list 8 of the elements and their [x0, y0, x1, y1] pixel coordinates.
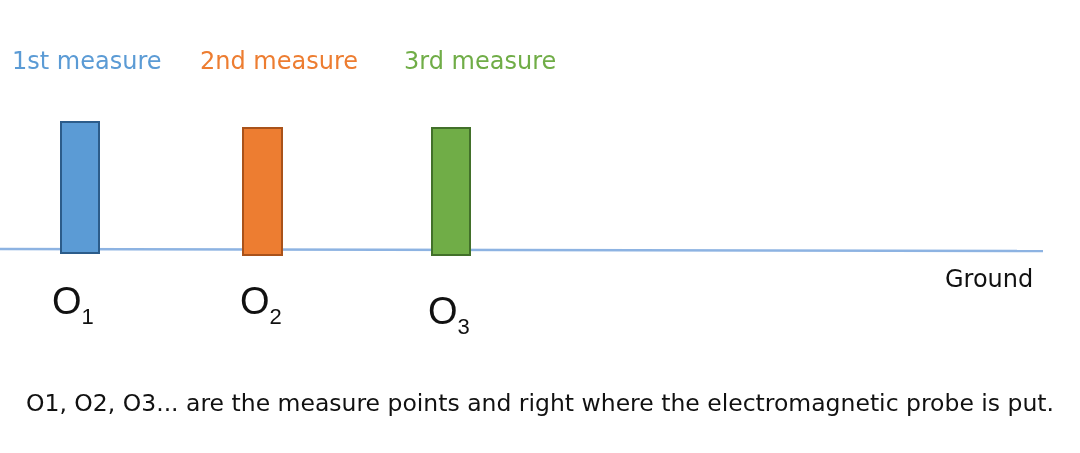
caption: O1, O2, O3... are the measure points and right where the electromagnetic probe is put. — [25, 390, 1055, 417]
measure-label: 2nd measure — [200, 48, 358, 76]
point-label: O$_{1}$ — [52, 280, 94, 324]
measure-label: 3rd measure — [404, 48, 557, 76]
ground-label: Ground — [945, 266, 1034, 294]
measure-label: 1st measure — [12, 48, 162, 76]
point-label: O$_{3}$ — [428, 290, 470, 334]
point-label: O$_{2}$ — [240, 280, 282, 324]
